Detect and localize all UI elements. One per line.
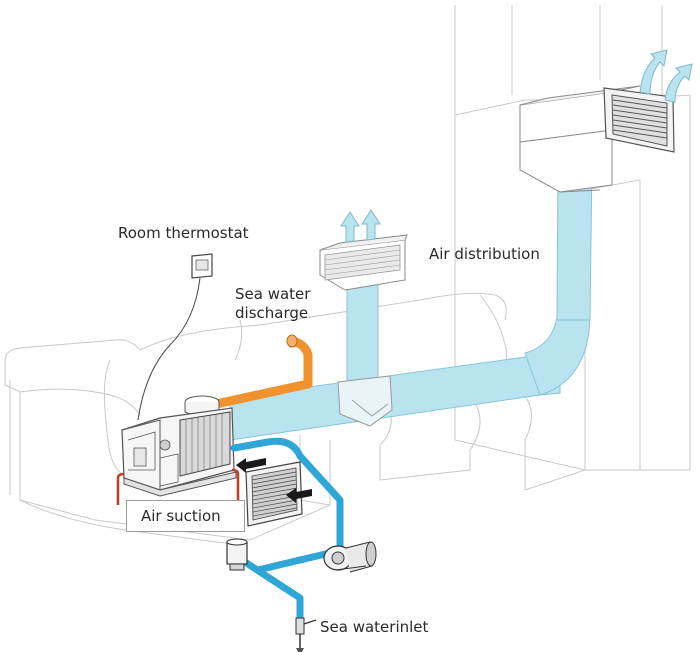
ac-unit bbox=[121, 395, 237, 497]
air-distribution-label: Air distribution bbox=[429, 245, 540, 263]
room-thermostat-label: Room thermostat bbox=[118, 224, 249, 242]
outlet-air-arrows bbox=[639, 49, 693, 103]
wall-grille bbox=[603, 87, 675, 153]
return-air-grille bbox=[245, 461, 303, 527]
ceiling-vent bbox=[319, 234, 408, 291]
sea-water-strainer bbox=[226, 538, 248, 571]
sea-water-pipe bbox=[230, 437, 344, 624]
t-junction bbox=[337, 375, 393, 427]
room-thermostat bbox=[137, 253, 213, 421]
suction-arrows bbox=[236, 458, 312, 503]
air-suction-label: Air suction bbox=[126, 500, 245, 532]
heater-elements bbox=[116, 468, 240, 505]
vent-air-arrows bbox=[340, 209, 381, 243]
thermostat-cable bbox=[137, 277, 201, 421]
inlet-seacock bbox=[295, 617, 317, 652]
sea-water-inlet-label: Sea waterinlet bbox=[320, 618, 429, 636]
sea-water-discharge-label-line1: Sea water bbox=[235, 285, 311, 303]
sea-water-pump bbox=[323, 541, 377, 573]
main-duct bbox=[229, 349, 561, 441]
sea-water-discharge-pipe bbox=[211, 334, 313, 409]
sea-water-discharge-label-line2: discharge bbox=[235, 304, 309, 322]
